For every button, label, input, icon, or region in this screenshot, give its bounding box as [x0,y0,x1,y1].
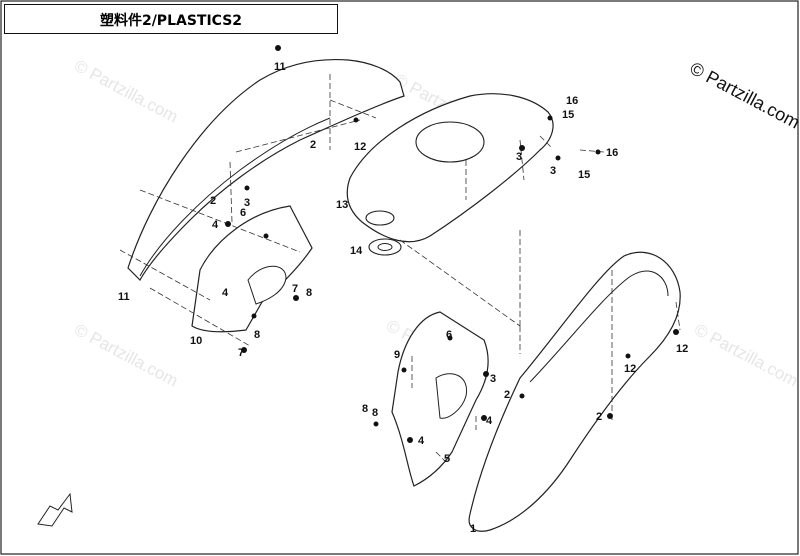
callout-11: 11 [274,61,286,73]
part-14-grommet-hole [377,243,393,251]
part-1-inner-edge [529,270,669,383]
callout-15: 15 [562,109,574,121]
part-10-inner-edge [139,117,331,277]
callout-8: 8 [306,287,312,299]
callout-14: 14 [350,245,363,257]
callout-2: 2 [504,389,510,401]
callout-16: 16 [566,95,578,107]
callout-5: 5 [444,453,450,465]
callout-3: 3 [550,165,556,177]
callout-3: 3 [244,197,250,209]
callout-13: 13 [336,199,348,211]
callout-4: 4 [212,219,219,231]
fasteners [225,45,679,443]
callout-10: 11 [118,291,130,303]
callout-8: 8 [254,329,260,341]
part-9-left-panel [191,205,313,333]
callout-2: 2 [210,195,216,207]
part-5-cutout [435,373,468,419]
title-box: 塑料件2/PLASTICS2 [4,4,338,34]
callout-3: 3 [516,151,522,163]
callout-2: 2 [596,411,602,423]
callout-4: 4 [486,415,493,427]
callout-6: 6 [240,207,246,219]
callout-4: 4 [418,435,425,447]
callout-15: 15 [578,169,590,181]
callout-1: 1 [470,523,476,535]
callout-8: 8 [362,403,368,415]
callout-8: 9 [394,349,400,361]
callout-12: 12 [354,141,366,153]
part-9-cutout [247,265,287,305]
callout-2: 2 [310,139,316,151]
callout-16: 16 [606,147,618,159]
part-14-grommet [365,210,395,226]
callout-12: 12 [624,363,636,375]
callout-7: 7 [292,283,298,295]
callout-4: 4 [222,287,229,299]
part-10-front-fender [127,58,405,281]
callout-3: 3 [490,373,496,385]
callout-7: 7 [238,347,244,359]
callout-9: 10 [190,335,202,347]
tank-opening [415,121,485,163]
callout-11: 12 [676,343,688,355]
callout-labels: 11 2 12 2 3 4 6 11 10 4 7 8 8 7 13 14 3 … [118,61,688,535]
page-title: 塑料件2/PLASTICS2 [99,13,243,29]
part-1-rear-fender [468,251,681,532]
callout-6: 6 [446,329,452,341]
callout-7: 8 [372,407,378,419]
part-13-tank-cover [346,93,554,243]
forward-arrow-icon [37,492,73,527]
